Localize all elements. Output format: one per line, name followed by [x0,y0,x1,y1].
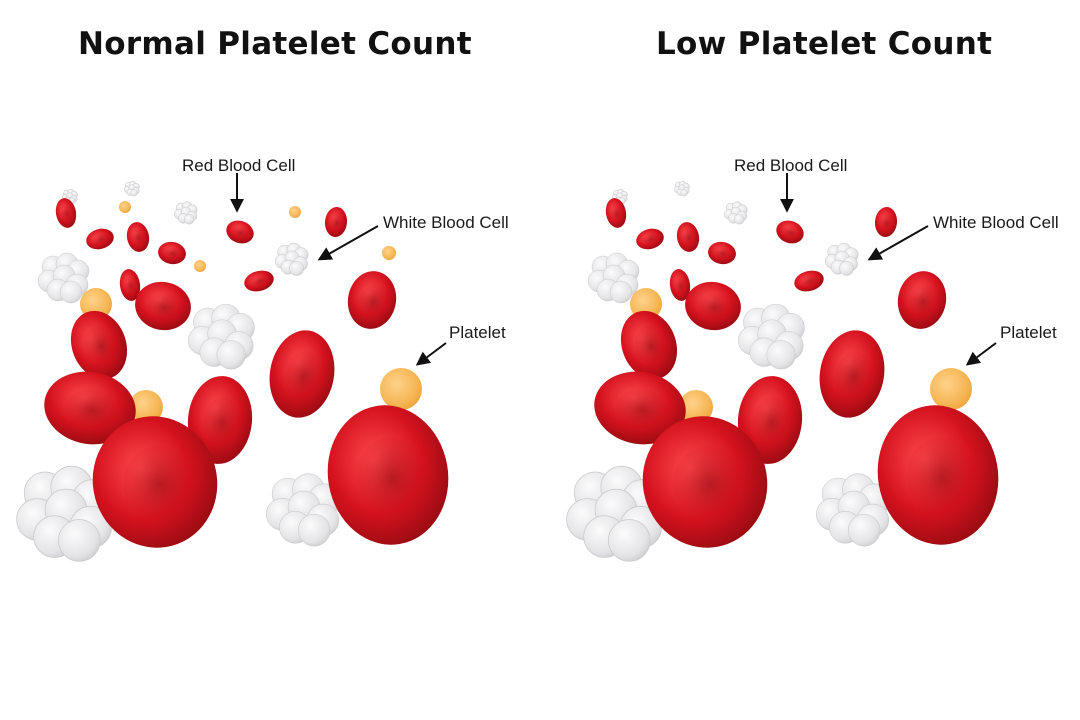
red-blood-cell [126,222,150,252]
red-blood-cell [244,270,274,292]
red-blood-cell [86,228,114,250]
pointer-arrow [867,225,929,261]
white-blood-cell [187,303,255,370]
platelet [194,260,206,272]
white-blood-cell [174,201,198,225]
white-blood-cell [266,473,341,547]
platelet [930,368,972,410]
platelet [119,201,131,213]
red-blood-cell [877,405,999,545]
platelet [382,246,396,260]
white-blood-cell [824,242,859,276]
red-blood-cell [636,228,664,250]
platelet [129,390,163,424]
red-blood-cell [819,330,885,418]
red-blood-cell [676,222,700,252]
red-blood-cell [70,310,128,380]
white-blood-cell [274,242,309,276]
low-platelet-title: Low Platelet Count [656,26,993,62]
white-blood-cell [737,303,805,370]
red-blood-cell [594,371,686,445]
red-blood-cell [737,376,803,464]
white-blood-cell-label: White Blood Cell [383,213,509,232]
red-blood-cell [708,241,736,265]
pointer-arrow [317,225,379,261]
platelet [679,390,713,424]
red-blood-cell [874,207,898,237]
low-platelet-illustration [566,173,999,562]
white-blood-cell [16,465,114,562]
red-blood-cell [55,198,77,228]
red-blood-cell [642,416,768,548]
platelet-label: Platelet [1000,323,1057,342]
red-blood-cell-label: Red Blood Cell [734,156,848,175]
red-blood-cell [897,271,947,329]
white-blood-cell [37,252,90,304]
red-blood-cell [324,207,348,237]
pointer-arrow [415,342,447,366]
red-blood-cell [158,241,186,265]
red-blood-cell [226,220,254,244]
white-blood-cell [587,252,640,304]
platelet [289,206,301,218]
white-blood-cell [724,201,748,225]
red-blood-cell [669,269,691,301]
red-blood-cell [794,270,824,292]
red-blood-cell [327,405,449,545]
red-blood-cell [187,376,253,464]
red-blood-cell [119,269,141,301]
white-blood-cell-label: White Blood Cell [933,213,1059,232]
red-blood-cell [92,416,218,548]
red-blood-cell [605,198,627,228]
red-blood-cell [347,271,397,329]
pointer-arrow [965,342,997,366]
white-blood-cell [566,465,664,562]
platelet [380,368,422,410]
red-blood-cell [620,310,678,380]
white-blood-cell [673,180,690,197]
red-blood-cell [776,220,804,244]
normal-platelet-title: Normal Platelet Count [78,26,472,62]
red-blood-cell [685,281,741,331]
white-blood-cell [123,180,140,197]
red-blood-cell-label: Red Blood Cell [182,156,296,175]
normal-platelet-illustration [16,173,449,562]
red-blood-cell [44,371,136,445]
red-blood-cell [135,281,191,331]
platelet-label: Platelet [449,323,506,342]
red-blood-cell [269,330,335,418]
